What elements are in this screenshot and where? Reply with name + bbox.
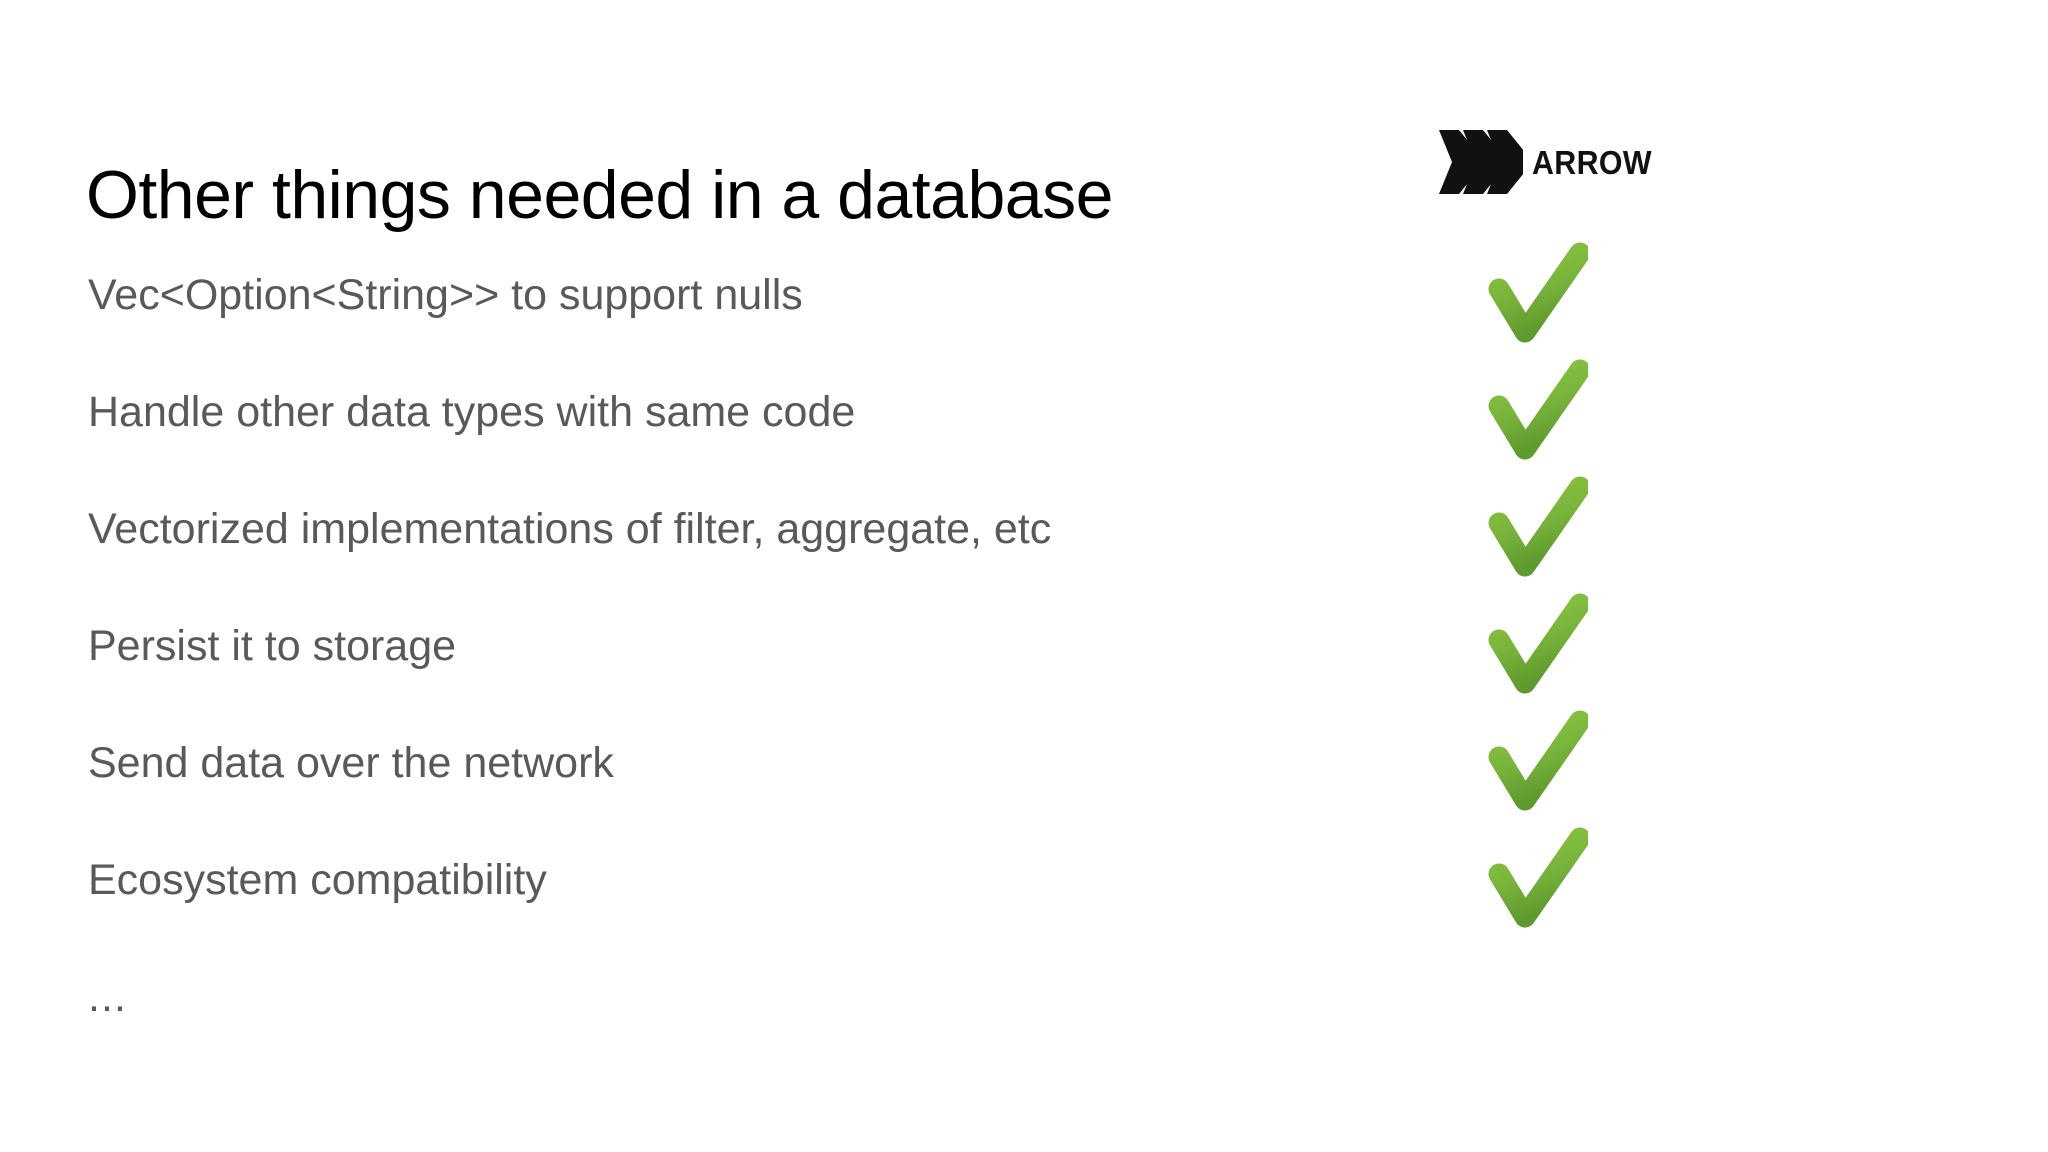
green-check-icon: [1488, 359, 1588, 460]
list-item: Ecosystem compatibility: [88, 859, 1388, 976]
list-item-label: Vectorized implementations of filter, ag…: [88, 505, 1052, 553]
green-check-icon: [1488, 476, 1588, 577]
green-check-icon: [1488, 242, 1588, 343]
list-item: Vectorized implementations of filter, ag…: [88, 508, 1388, 625]
green-check-icon: [1488, 593, 1588, 694]
list-item: Send data over the network: [88, 742, 1388, 859]
arrow-logo: ARROW: [1437, 128, 1662, 196]
list-item: Handle other data types with same code: [88, 391, 1388, 508]
list-item-label: Send data over the network: [88, 739, 614, 787]
page-title: Other things needed in a database: [86, 156, 1113, 233]
list-item-label: ...: [88, 973, 127, 1021]
triple-chevron-right-icon: [1437, 128, 1523, 196]
check-column: [1488, 240, 1608, 942]
check-slot: [1488, 591, 1608, 708]
list-item-label: Persist it to storage: [88, 622, 457, 670]
check-slot: [1488, 357, 1608, 474]
arrow-wordmark: ARROW: [1532, 143, 1652, 181]
check-slot: [1488, 825, 1608, 942]
list-item-label: Ecosystem compatibility: [88, 856, 547, 904]
list-item: Persist it to storage: [88, 625, 1388, 742]
list-item: Vec<Option<String>> to support nulls: [88, 274, 1388, 391]
green-check-icon: [1488, 710, 1588, 811]
list-item-label: Handle other data types with same code: [88, 388, 856, 436]
check-slot: [1488, 240, 1608, 357]
green-check-icon: [1488, 827, 1588, 928]
feature-list: Vec<Option<String>> to support nulls Han…: [88, 274, 1388, 1093]
check-slot: [1488, 708, 1608, 825]
list-item: ...: [88, 976, 1388, 1093]
list-item-label: Vec<Option<String>> to support nulls: [88, 271, 803, 319]
check-slot: [1488, 474, 1608, 591]
